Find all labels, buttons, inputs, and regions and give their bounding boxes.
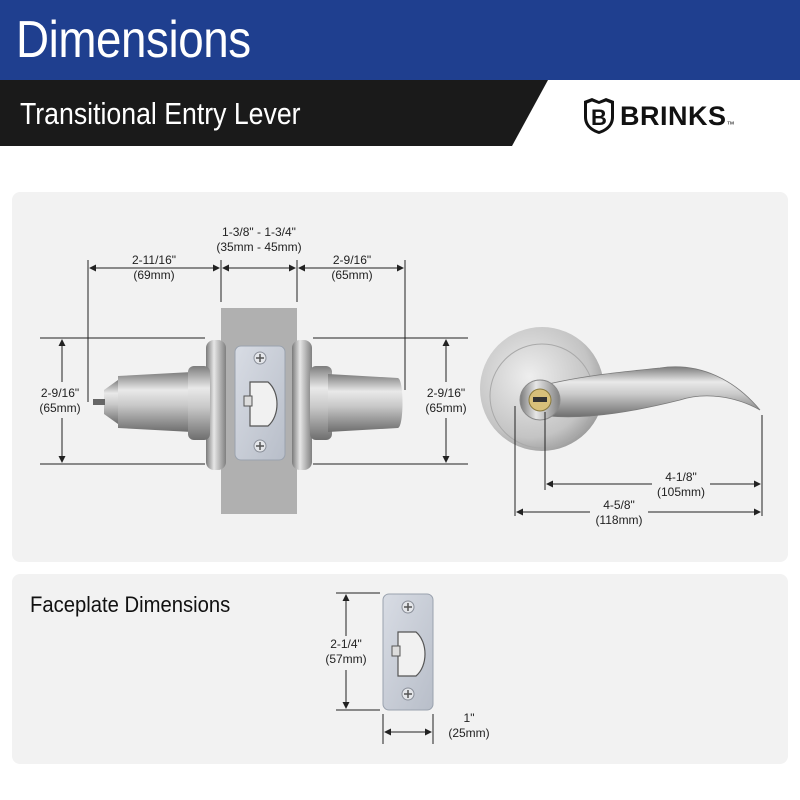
lever-handle: [539, 366, 761, 418]
brand-name: BRINKS: [620, 100, 727, 131]
faceplate-drawing: [382, 593, 434, 711]
right-length-secondary: (65mm): [331, 268, 372, 282]
right-length-primary: 2-9/16": [333, 253, 371, 267]
left-length-primary: 2-11/16": [132, 253, 176, 267]
backset-width-secondary: (35mm - 45mm): [216, 240, 301, 254]
side-view-dimension-lines: [40, 260, 468, 465]
lever-outer-secondary: (118mm): [595, 513, 642, 527]
faceplate-width-primary: 1": [464, 711, 475, 725]
faceplate-height-secondary: (57mm): [325, 652, 366, 666]
side-view-drawing: [93, 308, 403, 514]
right-height-secondary: (65mm): [425, 401, 466, 415]
faceplate-width-secondary: (25mm): [448, 726, 489, 740]
lever-outer-primary: 4-5/8": [603, 498, 635, 512]
header-bar: [0, 0, 800, 80]
left-rose: [206, 340, 226, 470]
brinks-shield-icon: B: [584, 98, 614, 134]
faceplate-labels: 2-1/4" (57mm) 1" (25mm): [325, 637, 489, 740]
brand-logo-letter: B: [591, 105, 607, 130]
lever-inner-secondary: (105mm): [657, 485, 705, 499]
faceplate-height-primary: 2-1/4": [330, 637, 362, 651]
left-height-primary: 2-9/16": [41, 386, 79, 400]
front-view-drawing: [480, 327, 761, 451]
left-length-secondary: (69mm): [133, 268, 174, 282]
key-cylinder-tip: [93, 399, 105, 405]
backset-width-primary: 1-3/8" - 1-3/4": [222, 225, 296, 239]
product-title: Transitional Entry Lever: [20, 96, 301, 131]
lever-inner-primary: 4-1/8": [665, 470, 697, 484]
right-rose: [292, 340, 312, 470]
front-view-labels: 4-1/8" (105mm) 4-5/8" (118mm): [595, 470, 705, 527]
left-height-secondary: (65mm): [39, 401, 80, 415]
side-view-labels: 1-3/8" - 1-3/4" (35mm - 45mm) 2-11/16" (…: [39, 225, 466, 415]
brand-trademark: ™: [726, 119, 735, 129]
faceplate-title: Faceplate Dimensions: [30, 592, 231, 617]
right-height-primary: 2-9/16": [427, 386, 465, 400]
subheader-bar: [0, 80, 548, 146]
brand-logo: B BRINKS ™: [582, 96, 735, 136]
page-title: Dimensions: [16, 11, 251, 69]
